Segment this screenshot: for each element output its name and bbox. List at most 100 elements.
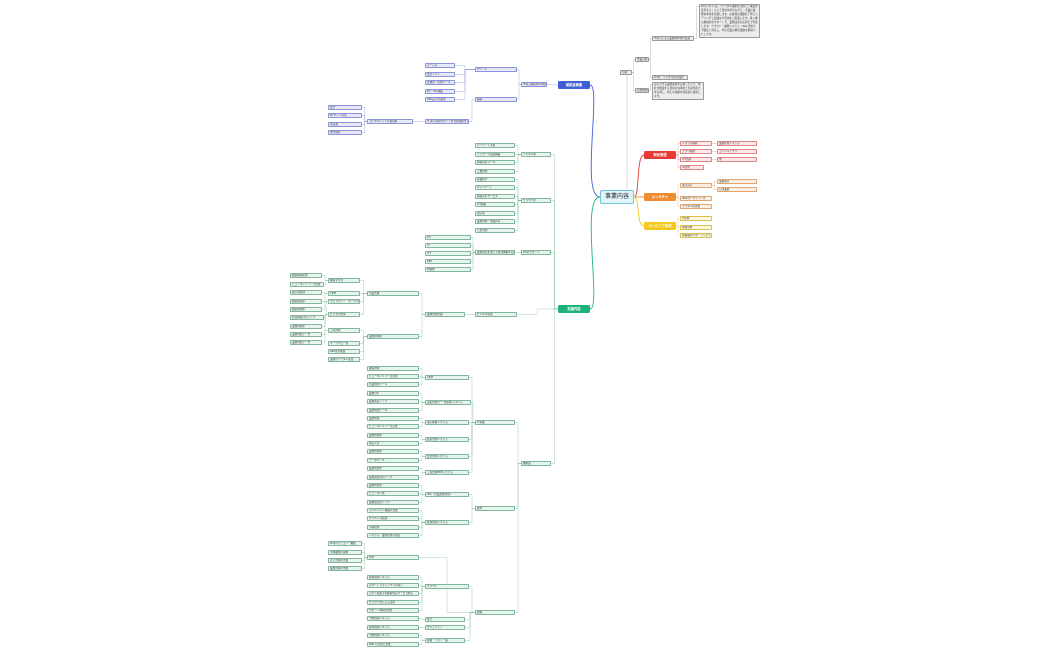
topic-node[interactable]: 資格取得サポートシステム <box>680 233 712 238</box>
topic-node[interactable]: 会計管理システム <box>425 454 469 459</box>
topic-node[interactable]: RPA化の推進 <box>328 349 360 354</box>
topic-node[interactable]: デジタル化支援 <box>680 204 712 209</box>
topic-node[interactable]: 会計 <box>328 105 362 110</box>
topic-node[interactable]: 申込入力 <box>367 441 419 446</box>
topic-node[interactable]: 業務管理化 <box>367 466 419 471</box>
topic-node[interactable]: 業務管理システム <box>717 141 757 146</box>
topic-node[interactable]: AI活用 <box>680 165 704 170</box>
branch-red[interactable]: 契約管理 <box>644 151 676 159</box>
topic-node[interactable]: 手順管理 <box>367 525 419 530</box>
topic-node[interactable]: スマートフォンアプリの導入 <box>367 583 419 588</box>
topic-node[interactable]: 開発 <box>475 610 515 615</box>
topic-node[interactable]: ITツール <box>475 67 517 72</box>
topic-node[interactable]: FAQ <box>367 555 419 560</box>
topic-node[interactable]: 機能面 <box>521 461 551 466</box>
topic-node[interactable]: 工程管理ERPシステム <box>425 470 469 475</box>
topic-node[interactable]: モバイルアプリ <box>717 149 757 154</box>
branch-orange[interactable]: エリオチャ <box>644 193 676 201</box>
topic-node[interactable]: 取引先管理 <box>290 290 322 295</box>
topic-node[interactable]: Web広告の運用 <box>425 97 455 102</box>
topic-node[interactable]: 在庫管理システム <box>425 520 469 525</box>
topic-node[interactable]: 交付規程 <box>328 130 362 135</box>
topic-node[interactable]: 業務管理の支援 <box>328 566 362 571</box>
topic-node[interactable]: 目標 <box>620 70 632 75</box>
topic-node[interactable]: IoT活用 <box>680 157 712 162</box>
branch-green[interactable]: 実施内容 <box>558 305 590 313</box>
topic-node[interactable]: 業務管理化 <box>367 433 419 438</box>
topic-node[interactable]: 集計実行 <box>680 183 712 188</box>
topic-node[interactable]: 電子化 <box>475 211 515 216</box>
topic-node[interactable]: ヒューマンリソース管理 <box>290 282 324 287</box>
topic-node[interactable]: 日次業務 <box>717 187 757 192</box>
topic-node[interactable]: SFA（営業支援管理） <box>425 492 469 497</box>
topic-node[interactable]: AI <box>425 243 471 248</box>
topic-node[interactable]: CRM <box>328 291 360 296</box>
topic-node[interactable]: 安心できる業務環境を実現した上で、弊社が推進する目的の効率化と生産性向上を実現し… <box>652 82 704 100</box>
topic-node[interactable]: システム・業務管理の改善 <box>367 533 419 538</box>
topic-node[interactable]: 顧客管理 <box>367 366 419 371</box>
topic-node[interactable]: 業務改善アップ <box>367 399 419 404</box>
branch-yellow[interactable]: エンジニア育成 <box>644 222 676 230</box>
topic-node[interactable]: IT研修 <box>680 216 712 221</box>
topic-node[interactable]: 基盤移行 <box>475 177 515 182</box>
topic-node[interactable]: 業務管理 <box>367 416 419 421</box>
topic-node[interactable]: 予約管理システム <box>367 633 419 638</box>
topic-node[interactable]: ITアンケート <box>475 185 515 190</box>
topic-node[interactable]: デジタル化 <box>521 152 551 157</box>
topic-node[interactable]: 勤怠管理システム <box>425 437 469 442</box>
topic-node[interactable]: テレワーク環境構築 <box>475 152 515 157</box>
topic-node[interactable]: ビジネス管理 <box>328 312 360 317</box>
topic-node[interactable]: 受発注・在庫ツール <box>425 80 455 85</box>
topic-node[interactable]: IoT <box>425 251 471 256</box>
topic-node[interactable]: DX <box>425 235 471 240</box>
topic-node[interactable]: IT 導入申請サポートを代理連携する <box>425 119 469 124</box>
topic-node[interactable]: 売上管理の支援 <box>328 558 362 563</box>
topic-node[interactable]: 開発研修 <box>680 225 712 230</box>
topic-node[interactable]: 業務改善部アップ <box>367 500 419 505</box>
topic-node[interactable]: ヒューマンリソース活用 <box>367 424 419 429</box>
topic-node[interactable]: EC・HP 構築 <box>425 89 455 94</box>
topic-node[interactable]: SNS の活用と支援 <box>367 642 419 647</box>
topic-node[interactable]: 在庫管理システム <box>367 575 419 580</box>
topic-node[interactable]: 営業管理ツール <box>367 382 419 387</box>
topic-node[interactable]: データベース <box>367 458 419 463</box>
topic-node[interactable]: 業務管理データ <box>290 332 322 337</box>
topic-node[interactable]: RPA <box>425 259 471 264</box>
topic-node[interactable]: 業務効率化 <box>367 334 419 339</box>
topic-node[interactable]: IoT連携 <box>475 202 515 207</box>
topic-node[interactable]: ワークフロー化 <box>328 341 360 346</box>
topic-node[interactable]: 業務管理データ <box>290 340 322 345</box>
topic-node[interactable]: コスト低減での顧客対応サービス対応 <box>367 591 419 596</box>
topic-node[interactable]: IT導入補助金の申請 <box>521 82 547 87</box>
topic-node[interactable]: セキュリティ <box>425 625 465 630</box>
topic-node[interactable]: 情報共有サービス <box>475 194 515 199</box>
topic-node[interactable]: 業務管理化 <box>290 324 322 329</box>
topic-node[interactable]: 社員情報共有アップ <box>290 315 324 320</box>
topic-node[interactable]: 設定管理(データ更新)システム <box>425 400 471 405</box>
topic-node[interactable]: 業務ログ <box>367 391 419 396</box>
topic-node[interactable]: アプリ開発 <box>680 149 712 154</box>
topic-node[interactable]: 補助 <box>475 97 517 102</box>
topic-node[interactable]: 顧客情報管理 <box>290 273 322 278</box>
topic-node[interactable]: 工程管理 <box>328 328 360 333</box>
topic-node[interactable]: 会計ソフト <box>425 72 455 77</box>
topic-node[interactable]: サポート体制の強化 <box>367 608 419 613</box>
topic-node[interactable]: 在庫管理システム <box>367 625 419 630</box>
topic-node[interactable]: 工数管理 <box>475 169 515 174</box>
topic-node[interactable]: 予約管理システム <box>367 616 419 621</box>
branch-blue[interactable]: 補助金事業 <box>558 81 590 89</box>
topic-node[interactable]: 企画書 <box>328 122 362 127</box>
topic-node[interactable]: 開発・テスト一般 <box>425 638 465 643</box>
topic-node[interactable]: 業務管理データ <box>367 408 419 413</box>
topic-node[interactable]: 業務管理化 <box>367 449 419 454</box>
topic-node[interactable]: DXについては、「デジタル技術を活用して事業を変革する」という目的を持ちながら、… <box>699 4 760 38</box>
topic-node[interactable]: システム開発 <box>680 141 712 146</box>
topic-node[interactable]: 目標成果物 <box>635 88 649 93</box>
topic-node[interactable]: 業務改善を通じて経営戦略を実現 <box>475 250 515 255</box>
topic-node[interactable]: ホームス <box>425 63 455 68</box>
topic-node[interactable]: ペーパーレス化 <box>475 143 515 148</box>
topic-node[interactable]: 入出管理 <box>475 228 515 233</box>
topic-node[interactable]: 顧客マスタ <box>328 278 360 283</box>
topic-node[interactable]: 業務効率・情報共有 <box>475 219 515 224</box>
topic-node[interactable]: 電子帳簿システム <box>425 420 469 425</box>
